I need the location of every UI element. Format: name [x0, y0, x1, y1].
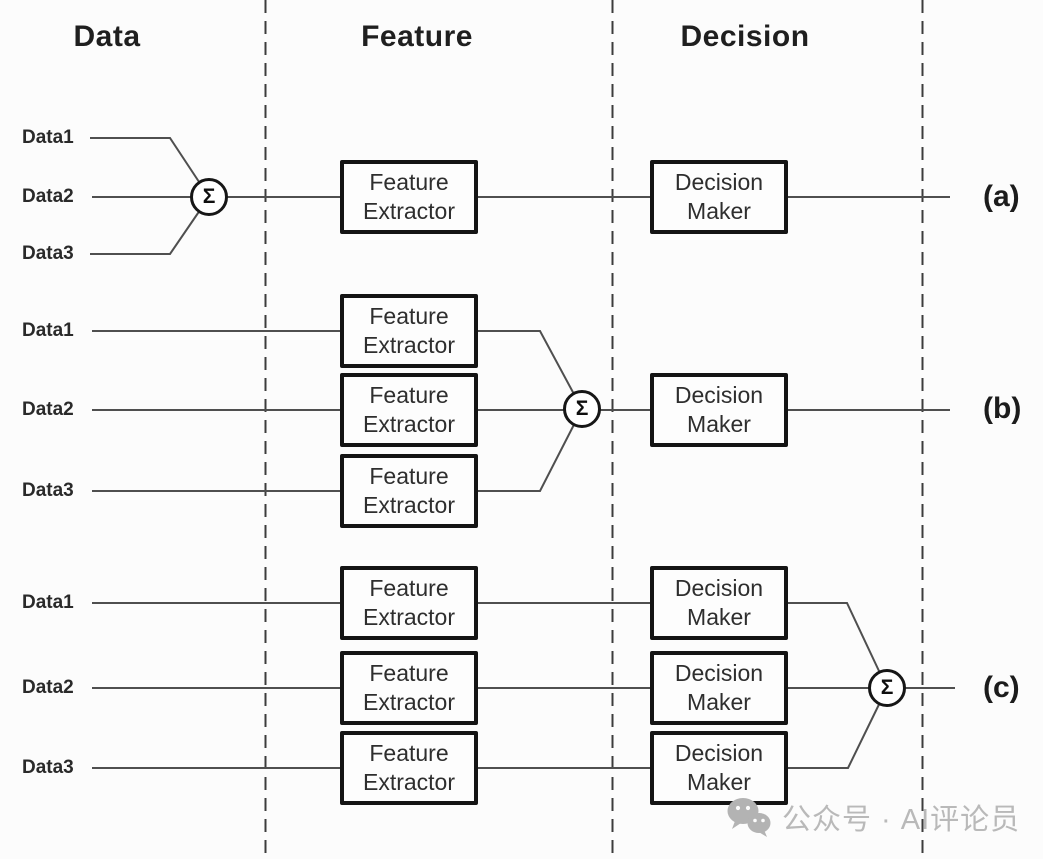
- input-label-a-data1: Data1: [22, 127, 74, 148]
- connector-line: [788, 602, 888, 689]
- feature-extractor-box: Feature Extractor: [340, 294, 478, 368]
- connector-line: [478, 330, 583, 410]
- connector-line: [788, 687, 888, 769]
- decision-maker-box: Decision Maker: [650, 731, 788, 805]
- connector-line: [90, 196, 210, 255]
- column-header-data: Data: [73, 20, 141, 53]
- connector-line: [90, 137, 210, 198]
- watermark-text: 公众号 · AI评论员: [782, 804, 1021, 836]
- watermark: 公众号 · AI评论员: [726, 796, 1020, 838]
- row-label-a: (a): [983, 180, 1020, 213]
- column-header-decision: Decision: [680, 20, 810, 53]
- row-label-c: (c): [983, 671, 1020, 704]
- input-label-a-data3: Data3: [22, 243, 74, 264]
- feature-extractor-box: Feature Extractor: [340, 566, 478, 640]
- connector-line: [478, 408, 583, 492]
- input-label-c-data3: Data3: [22, 757, 74, 778]
- decision-maker-box: Decision Maker: [650, 160, 788, 234]
- feature-extractor-box: Feature Extractor: [340, 454, 478, 528]
- wechat-icon: [726, 797, 772, 837]
- input-label-c-data1: Data1: [22, 592, 74, 613]
- input-label-b-data2: Data2: [22, 399, 74, 420]
- decision-maker-box: Decision Maker: [650, 651, 788, 725]
- feature-extractor-box: Feature Extractor: [340, 160, 478, 234]
- input-label-b-data1: Data1: [22, 320, 74, 341]
- feature-extractor-box: Feature Extractor: [340, 373, 478, 447]
- sum-node-b: Σ: [563, 390, 601, 428]
- decision-maker-box: Decision Maker: [650, 566, 788, 640]
- decision-maker-box: Decision Maker: [650, 373, 788, 447]
- row-label-b: (b): [983, 392, 1022, 425]
- column-header-feature: Feature: [361, 20, 473, 53]
- feature-extractor-box: Feature Extractor: [340, 731, 478, 805]
- input-label-a-data2: Data2: [22, 186, 74, 207]
- input-label-c-data2: Data2: [22, 677, 74, 698]
- sum-node-c: Σ: [868, 669, 906, 707]
- sum-node-a: Σ: [190, 178, 228, 216]
- input-label-b-data3: Data3: [22, 480, 74, 501]
- feature-extractor-box: Feature Extractor: [340, 651, 478, 725]
